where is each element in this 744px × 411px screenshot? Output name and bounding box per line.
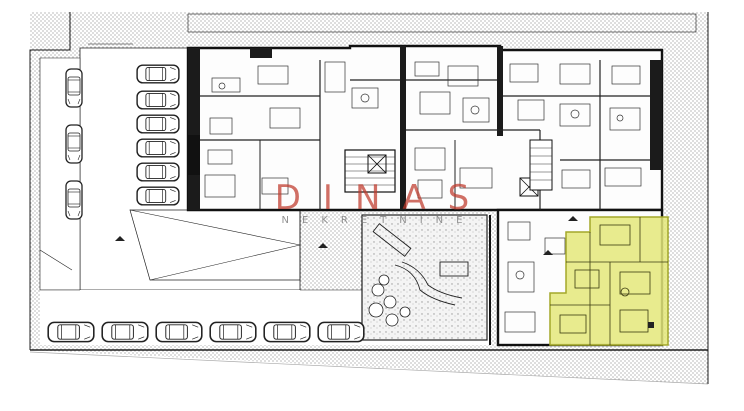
car-icon <box>65 180 83 220</box>
car-icon <box>136 138 180 158</box>
car-icon <box>136 114 180 134</box>
north-terrace <box>187 13 697 33</box>
car-icon <box>65 68 83 108</box>
highlighted-apartment[interactable] <box>549 216 669 346</box>
parking-cars-left <box>65 68 83 220</box>
car-icon <box>155 321 203 343</box>
car-icon <box>101 321 149 343</box>
car-icon <box>317 321 365 343</box>
car-icon <box>209 321 257 343</box>
garden-courtyard <box>361 214 488 341</box>
car-icon <box>65 124 83 164</box>
furniture-layer <box>204 61 642 333</box>
stairs-icon <box>344 139 553 197</box>
car-icon <box>136 90 180 110</box>
car-icon <box>136 162 180 182</box>
car-icon <box>263 321 311 343</box>
elevation-marker-icon <box>115 216 578 255</box>
car-icon <box>136 186 180 206</box>
car-icon <box>136 64 180 84</box>
car-icon <box>47 321 95 343</box>
